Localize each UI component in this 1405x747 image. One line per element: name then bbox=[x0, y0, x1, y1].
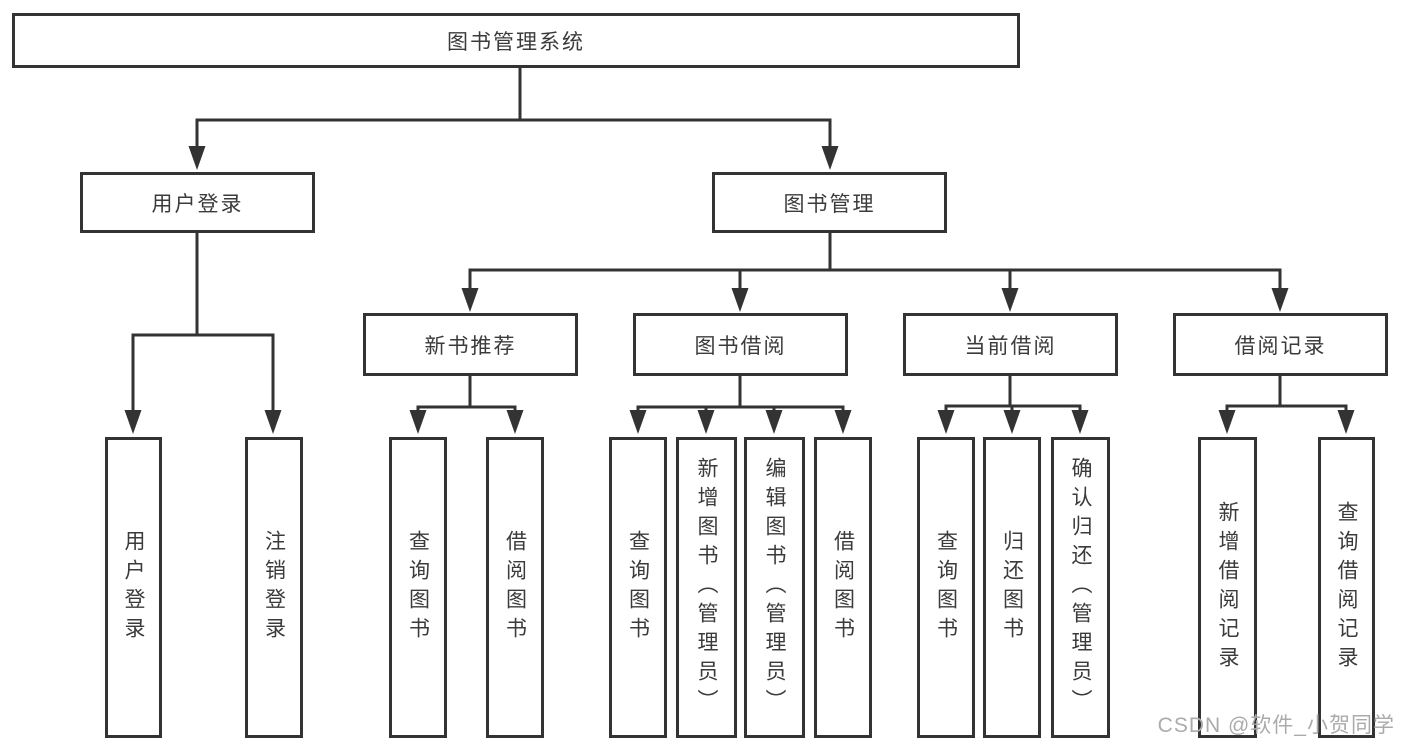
leaf-borrowrecord-add-record: 新增借阅记录 bbox=[1198, 437, 1257, 738]
node-current-borrow: 当前借阅 bbox=[903, 313, 1118, 376]
leaf-newbookrec-query-book: 查询图书 bbox=[389, 437, 447, 738]
node-user-login: 用户登录 bbox=[80, 172, 315, 233]
leaf-currentborrow-query-book: 查询图书 bbox=[917, 437, 975, 738]
leaf-logout: 注销登录 bbox=[245, 437, 303, 738]
leaf-borrowrecord-query-record: 查询借阅记录 bbox=[1318, 437, 1375, 738]
connector-bookmgmt-to-level3 bbox=[461, 233, 1289, 312]
connector-root-to-level2 bbox=[188, 68, 839, 170]
node-book-borrow: 图书借阅 bbox=[633, 313, 848, 376]
connector-newbookrec-to-leaves bbox=[409, 376, 524, 434]
node-book-management: 图书管理 bbox=[712, 172, 947, 233]
leaf-currentborrow-confirm-return-admin: 确认归还（管理员） bbox=[1051, 437, 1110, 738]
leaf-bookborrow-add-book-admin: 新增图书（管理员） bbox=[676, 437, 737, 738]
leaf-newbookrec-borrow-book: 借阅图书 bbox=[486, 437, 544, 738]
leaf-bookborrow-borrow-book: 借阅图书 bbox=[814, 437, 872, 738]
csdn-watermark: CSDN @软件_小贺同学 bbox=[1157, 714, 1395, 737]
leaf-bookborrow-query-book: 查询图书 bbox=[609, 437, 667, 738]
node-new-book-recommend: 新书推荐 bbox=[363, 313, 578, 376]
connector-currentborrow-to-leaves bbox=[937, 376, 1089, 434]
node-root: 图书管理系统 bbox=[12, 13, 1020, 68]
connector-bookborrow-to-leaves bbox=[629, 376, 852, 434]
leaf-bookborrow-edit-book-admin: 编辑图书（管理员） bbox=[744, 437, 805, 738]
connector-borrowrecord-to-leaves bbox=[1218, 376, 1355, 434]
connector-userlogin-to-leaves bbox=[124, 233, 282, 434]
node-borrow-record: 借阅记录 bbox=[1173, 313, 1388, 376]
leaf-currentborrow-return-book: 归还图书 bbox=[983, 437, 1041, 738]
leaf-user-login: 用户登录 bbox=[105, 437, 162, 738]
